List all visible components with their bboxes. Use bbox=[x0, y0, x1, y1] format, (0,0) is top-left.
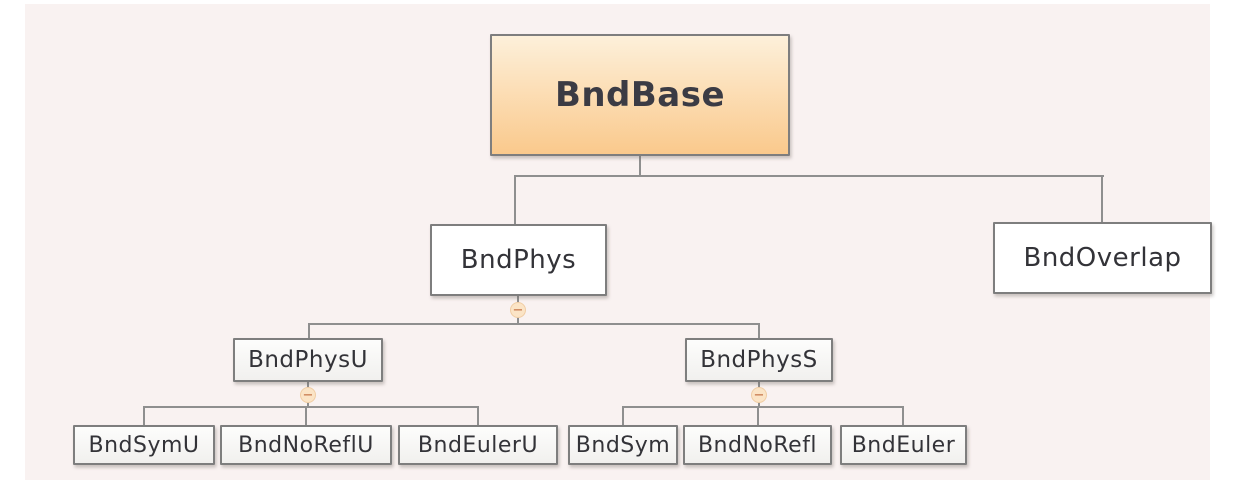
connector-line bbox=[902, 406, 904, 426]
connector-line bbox=[639, 156, 641, 177]
connector-line bbox=[758, 323, 760, 339]
node-bndbase[interactable]: BndBase bbox=[490, 34, 790, 156]
connector-line bbox=[308, 323, 760, 325]
connector-line bbox=[143, 406, 479, 408]
node-bndeuler[interactable]: BndEuler bbox=[840, 425, 967, 465]
connector-line bbox=[305, 406, 307, 426]
node-bndnoreflu[interactable]: BndNoReflU bbox=[220, 425, 392, 465]
connector-line bbox=[622, 406, 624, 426]
connector-line bbox=[477, 406, 479, 426]
node-bndsym[interactable]: BndSym bbox=[568, 425, 678, 465]
node-bndphysu[interactable]: BndPhysU bbox=[233, 338, 383, 382]
node-bndphyss[interactable]: BndPhysS bbox=[685, 338, 833, 382]
connector-line bbox=[143, 406, 145, 426]
connector-line bbox=[1101, 175, 1103, 224]
node-bndeuleru[interactable]: BndEulerU bbox=[398, 425, 558, 465]
collapse-minus-icon[interactable]: − bbox=[300, 387, 316, 403]
connector-line bbox=[757, 406, 759, 426]
diagram-canvas: BndBase BndPhys BndOverlap BndPhysU BndP… bbox=[25, 4, 1212, 480]
connector-line bbox=[308, 323, 310, 339]
connector-line bbox=[622, 406, 904, 408]
connector-line bbox=[514, 175, 516, 226]
node-bndphys[interactable]: BndPhys bbox=[430, 224, 607, 296]
node-bndoverlap[interactable]: BndOverlap bbox=[993, 222, 1212, 294]
node-bndsymu[interactable]: BndSymU bbox=[73, 425, 215, 465]
collapse-minus-icon[interactable]: − bbox=[510, 302, 526, 318]
connector-line bbox=[514, 175, 1104, 177]
collapse-minus-icon[interactable]: − bbox=[751, 387, 767, 403]
node-bndnorefl[interactable]: BndNoRefl bbox=[683, 425, 832, 465]
